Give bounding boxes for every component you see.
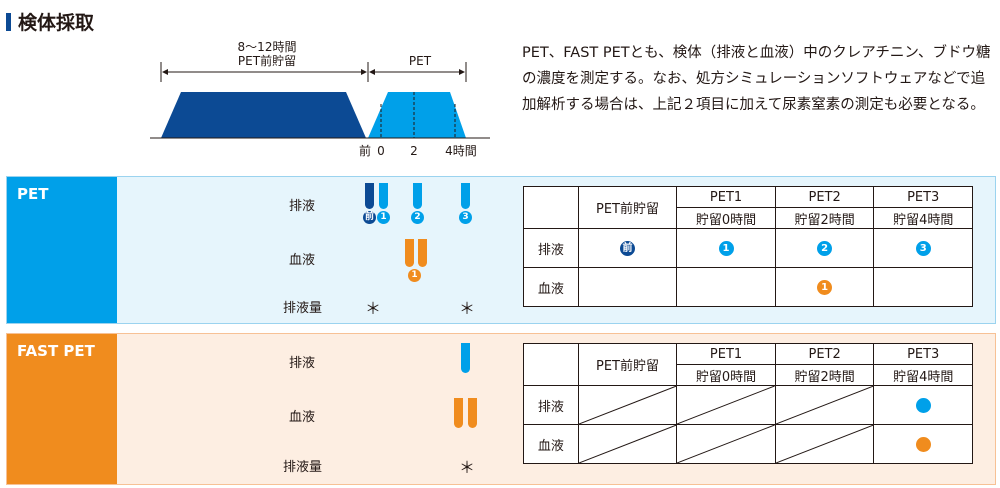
fpet-table-cell-na <box>774 385 875 425</box>
pet-table-cell <box>873 267 973 307</box>
cell-marker-pre: 前 <box>619 241 635 256</box>
blood-tube-a <box>405 239 414 267</box>
diagonal-strike <box>579 386 677 424</box>
drain-tube-0 <box>379 183 388 209</box>
fpet-table-corner <box>523 343 579 386</box>
marker-2: 2 <box>411 211 424 224</box>
arrow-pre-left-head <box>162 69 168 75</box>
arrow-pre-right-head <box>361 69 367 75</box>
fpet-table-cell <box>873 385 973 425</box>
volume-star-4h: ＊ <box>459 299 476 318</box>
pet-table-corner <box>523 186 579 229</box>
fpet-table-cell-na <box>676 424 776 464</box>
fpet-table-head-pre: PET前貯留 <box>577 343 678 386</box>
tick-label-pre: 前 <box>358 144 371 158</box>
drain-tube-4 <box>461 183 470 209</box>
description-text: PET、FAST PETとも、検体（排液と血液）中のクレアチニン、ブドウ糖の濃度… <box>522 45 991 113</box>
cell-marker-1: 1 <box>718 241 734 256</box>
marker-pre: 前 <box>363 211 376 224</box>
fpet-drain-tube <box>461 343 470 373</box>
fpet-table-cell-na <box>577 385 678 425</box>
fast-pet-table: PET前貯留 PET1 PET2 PET3 貯留0時間 貯留2時間 貯留4時間 … <box>523 343 973 464</box>
timeline-right-label: PET <box>408 54 432 68</box>
fast-pet-panel-body: 排液 血液 排液量 ＊ PET前貯留 PET1 PET2 PET3 貯留0時間 … <box>117 334 995 484</box>
fpet-table-sub-pet2: 貯留2時間 <box>774 364 875 386</box>
fpet-table-sub-pet3: 貯留4時間 <box>873 364 973 386</box>
pet-table-head-pet3: PET3 <box>873 186 973 208</box>
pet-table-cell: 前 <box>577 228 678 268</box>
arrow-pet-left-head <box>369 69 375 75</box>
cell-marker-blood-1: 1 <box>817 280 833 295</box>
diagonal-strike <box>677 386 775 424</box>
pet-table-cell: 2 <box>774 228 875 268</box>
fpet-table-head-pet1: PET1 <box>676 343 776 365</box>
fpet-table-cell-na <box>774 424 875 464</box>
pet-panel-label: PET <box>7 177 117 323</box>
pet-table-sub-pet1: 貯留0時間 <box>676 207 776 229</box>
pet-table-cell <box>577 267 678 307</box>
fpet-row-volume: 排液量 <box>283 460 323 475</box>
fpet-drain-dot <box>915 397 931 413</box>
section-title-text: 検体採取 <box>18 12 95 34</box>
title-bar-icon <box>6 12 11 31</box>
pet-panel: PET 排液 血液 排液量 前 1 2 3 1 ＊ ＊ PET前貯留 PET1 … <box>6 176 996 324</box>
arrow-pet-right-head <box>459 69 465 75</box>
fast-pet-panel-label: FAST PET <box>7 334 117 484</box>
pet-row-drain: 排液 <box>289 199 316 214</box>
timeline-left-label-1: 8～12時間 <box>237 40 297 54</box>
fast-pet-panel: FAST PET 排液 血液 排液量 ＊ PET前貯留 PET1 PET2 PE… <box>6 333 996 485</box>
pet-table-sub-pet3: 貯留4時間 <box>873 207 973 229</box>
fpet-table-head-pet2: PET2 <box>774 343 875 365</box>
timeline-left-label-2: PET前貯留 <box>237 54 297 68</box>
diagonal-strike <box>776 386 874 424</box>
fpet-table-head-pet3: PET3 <box>873 343 973 365</box>
blood-tube-b <box>418 239 427 267</box>
fpet-table-sub-pet1: 貯留0時間 <box>676 364 776 386</box>
fpet-table-cell-na <box>577 424 678 464</box>
marker-blood-1: 1 <box>408 269 421 282</box>
section-title: 検体採取 <box>6 8 94 35</box>
pet-dwell-shape <box>368 92 466 138</box>
fpet-row-drain: 排液 <box>289 356 316 371</box>
pet-table-cell: 3 <box>873 228 973 268</box>
tick-label-4h: 4時間 <box>445 144 477 158</box>
pet-table-cell: 1 <box>774 267 875 307</box>
pet-table-row-drain: 排液 <box>523 228 579 268</box>
pet-table: PET前貯留 PET1 PET2 PET3 貯留0時間 貯留2時間 貯留4時間 … <box>523 186 973 307</box>
fpet-blood-dot <box>915 436 931 452</box>
marker-1: 1 <box>377 211 390 224</box>
pet-table-sub-pet2: 貯留2時間 <box>774 207 875 229</box>
diagonal-strike <box>579 425 677 463</box>
drain-tube-pre <box>365 183 374 209</box>
pet-row-blood: 血液 <box>289 253 316 268</box>
drain-tube-2 <box>413 183 422 209</box>
fpet-table-row-blood: 血液 <box>523 424 579 464</box>
diagonal-strike <box>677 425 775 463</box>
pet-panel-body: 排液 血液 排液量 前 1 2 3 1 ＊ ＊ PET前貯留 PET1 PET2… <box>117 177 995 323</box>
pet-table-cell <box>676 267 776 307</box>
fpet-table-cell <box>873 424 973 464</box>
pet-table-row-blood: 血液 <box>523 267 579 307</box>
timeline-diagram <box>150 62 490 139</box>
pre-dwell-shape <box>161 92 366 138</box>
tick-label-2: 2 <box>410 144 418 158</box>
diagonal-strike <box>776 425 874 463</box>
cell-marker-3: 3 <box>915 241 931 256</box>
fpet-row-blood: 血液 <box>289 410 316 425</box>
pet-table-cell: 1 <box>676 228 776 268</box>
pet-row-volume: 排液量 <box>283 301 323 316</box>
volume-star-pre: ＊ <box>365 299 382 318</box>
fpet-blood-tube-a <box>454 398 463 428</box>
marker-3: 3 <box>459 211 472 224</box>
pet-table-head-pre: PET前貯留 <box>577 186 678 229</box>
pet-table-head-pet2: PET2 <box>774 186 875 208</box>
fpet-table-row-drain: 排液 <box>523 385 579 425</box>
fpet-table-cell-na <box>676 385 776 425</box>
cell-marker-2: 2 <box>817 241 833 256</box>
fpet-blood-tube-b <box>468 398 477 428</box>
tick-label-0: 0 <box>377 144 385 158</box>
pet-table-head-pet1: PET1 <box>676 186 776 208</box>
fpet-volume-star: ＊ <box>459 458 476 477</box>
